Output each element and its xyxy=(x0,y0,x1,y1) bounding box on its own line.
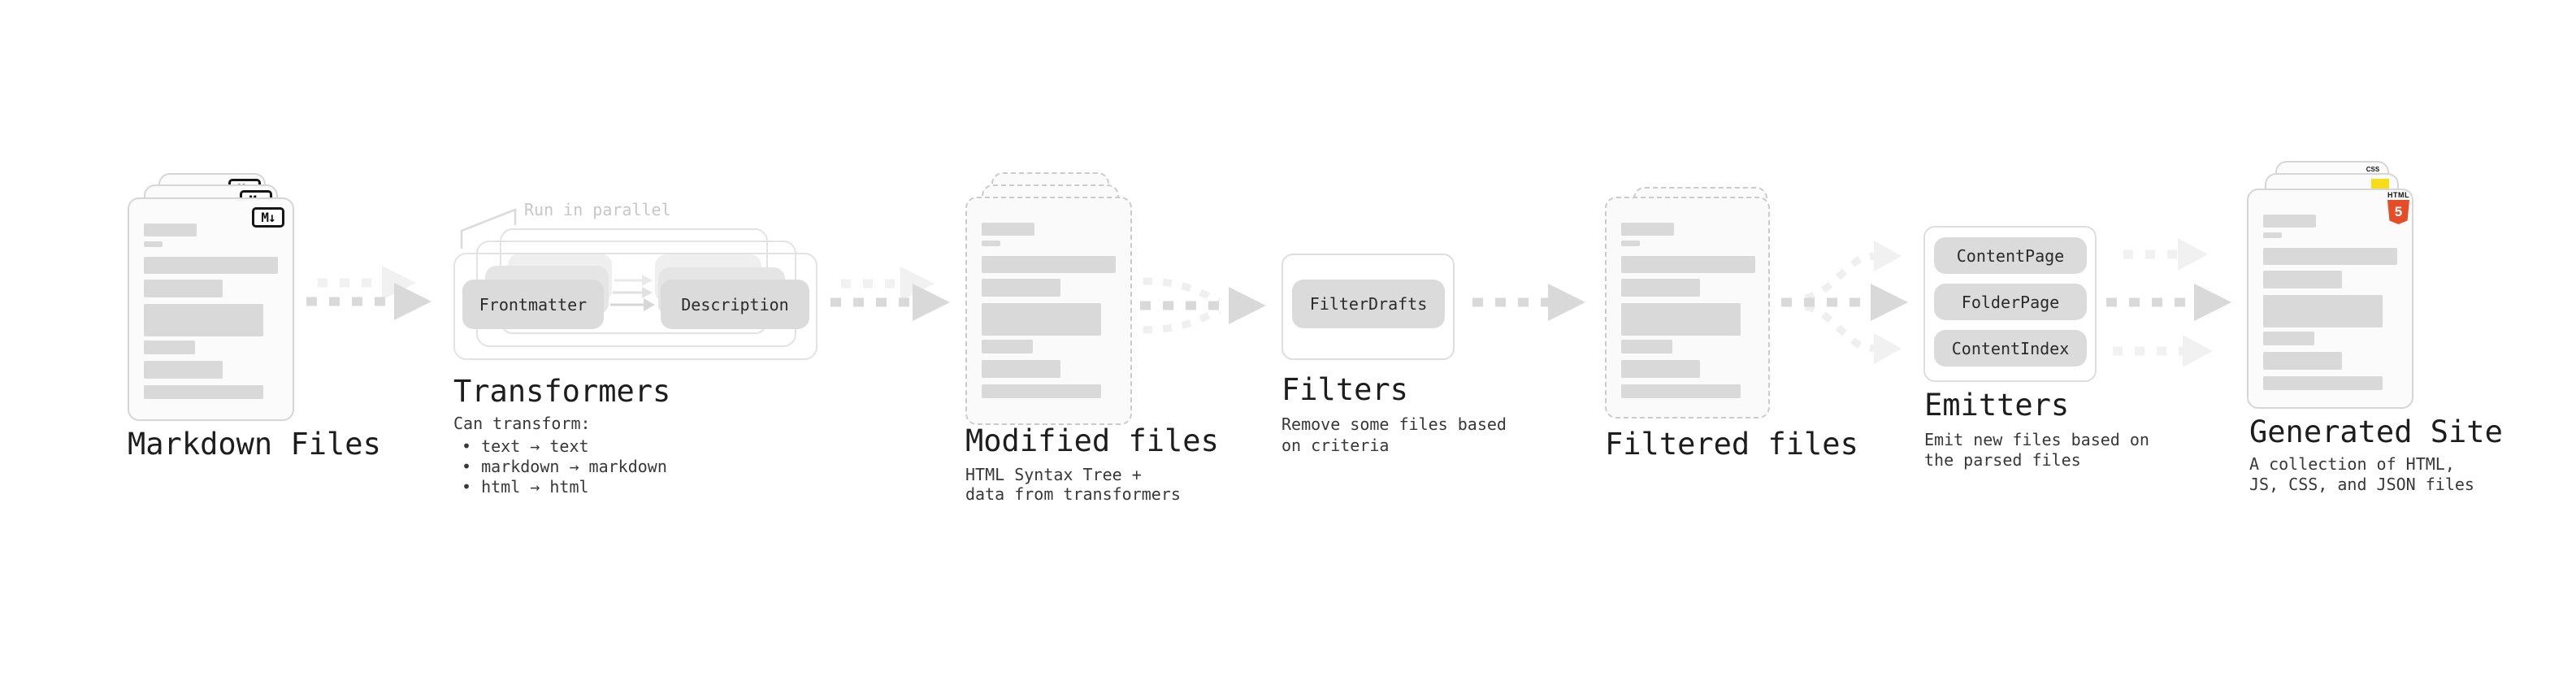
text-line-bar xyxy=(982,256,1116,273)
filtered-files-title: Filtered files xyxy=(1605,427,1858,462)
markdown-file-card-front: M↓ xyxy=(128,197,294,421)
text-line-bar xyxy=(144,241,163,247)
text-line-bar xyxy=(1621,360,1700,378)
caption-line: Remove some files based xyxy=(1281,414,1507,434)
text-line-bar xyxy=(982,360,1060,378)
filters-caption: Remove some files based on criteria xyxy=(1281,414,1507,456)
text-line-bar xyxy=(144,340,195,354)
caption-line: on criteria xyxy=(1281,436,1390,455)
filterdrafts-box: FilterDrafts xyxy=(1292,280,1445,328)
text-line-bar xyxy=(982,384,1101,398)
text-line-bar xyxy=(1621,256,1755,273)
text-line-bar xyxy=(144,304,263,336)
text-line-bar xyxy=(2263,352,2342,370)
caption-line: JS, CSS, and JSON files xyxy=(2249,475,2474,494)
text-line-bar xyxy=(144,223,197,236)
filters-title: Filters xyxy=(1281,372,1408,407)
text-line-bar xyxy=(2263,332,2314,345)
markdown-icon: M↓ xyxy=(252,207,284,228)
arrow-filters-to-filtered xyxy=(1472,284,1585,321)
html5-icon-number: 5 xyxy=(2394,204,2403,219)
generated-file-card-front: HTML 5 xyxy=(2247,189,2413,409)
text-line-bar xyxy=(1621,303,1741,336)
transform-bullet: • markdown → markdown xyxy=(462,457,667,476)
arrow-emitters-to-generated xyxy=(2106,238,2231,367)
emitters-caption: Emit new files based on the parsed files xyxy=(1924,430,2149,471)
text-line-bar xyxy=(2263,232,2282,238)
text-line-bar xyxy=(982,223,1034,236)
text-line-bar xyxy=(982,241,1000,246)
transformers-caption: Can transform: xyxy=(453,414,591,433)
transformer-instance-outline-front xyxy=(453,253,817,360)
text-line-bar xyxy=(1621,279,1700,297)
filtered-file-card-front xyxy=(1605,197,1770,419)
transformers-bullet-list: • text → text • markdown → markdown • ht… xyxy=(462,436,667,497)
text-line-bar xyxy=(1621,340,1672,354)
text-line-bar xyxy=(1621,223,1674,236)
arrow-markdown-to-transformers xyxy=(306,266,432,320)
text-line-bar xyxy=(2263,295,2383,327)
js-icon xyxy=(2371,179,2389,189)
contentindex-box: ContentIndex xyxy=(1934,330,2087,367)
text-line-bar xyxy=(982,279,1060,297)
caption-line: Emit new files based on xyxy=(1924,430,2149,449)
transformers-title: Transformers xyxy=(453,374,671,409)
html5-icon-word: HTML xyxy=(2387,191,2409,199)
folderpage-box: FolderPage xyxy=(1934,284,2087,320)
caption-line: A collection of HTML, xyxy=(2249,454,2455,474)
text-line-bar xyxy=(2263,271,2342,288)
text-line-bar xyxy=(982,303,1101,336)
text-line-bar xyxy=(982,340,1033,354)
arrow-transformers-to-modified xyxy=(830,267,950,321)
caption-line: HTML Syntax Tree + xyxy=(965,465,1142,484)
text-line-bar xyxy=(144,385,263,399)
text-line-bar xyxy=(1621,241,1640,246)
arrow-modified-to-filters xyxy=(1140,277,1266,334)
markdown-files-title: Markdown Files xyxy=(128,427,381,462)
text-line-bar xyxy=(1621,384,1741,398)
modified-files-caption: HTML Syntax Tree + data from transformer… xyxy=(965,465,1181,504)
frontmatter-box: Frontmatter xyxy=(462,280,604,329)
text-line-bar xyxy=(144,257,278,274)
html5-icon: HTML 5 xyxy=(2387,192,2409,224)
text-line-bar xyxy=(144,361,223,379)
generated-site-title: Generated Site xyxy=(2249,414,2503,449)
html5-icon-shield: 5 xyxy=(2387,200,2409,224)
transform-bullet: • text → text xyxy=(462,436,589,456)
emitters-title: Emitters xyxy=(1924,388,2070,423)
text-line-bar xyxy=(2263,215,2316,228)
modified-files-title: Modified files xyxy=(965,423,1219,458)
modified-file-card-front xyxy=(965,197,1132,425)
text-line-bar xyxy=(2263,248,2397,265)
run-in-parallel-note: Run in parallel xyxy=(524,200,671,219)
caption-line: the parsed files xyxy=(1924,450,2081,470)
filters-panel xyxy=(1281,254,1455,360)
css-icon-label: CSS xyxy=(2366,166,2380,173)
arrow-filtered-to-emitters xyxy=(1781,241,1908,364)
caption-line: data from transformers xyxy=(965,484,1181,504)
generated-site-caption: A collection of HTML, JS, CSS, and JSON … xyxy=(2249,454,2474,495)
contentpage-box: ContentPage xyxy=(1934,237,2087,274)
transform-bullet: • html → html xyxy=(462,477,589,497)
text-line-bar xyxy=(144,280,223,297)
description-box: Description xyxy=(661,280,809,329)
emitters-panel xyxy=(1923,226,2097,382)
text-line-bar xyxy=(2263,376,2383,390)
